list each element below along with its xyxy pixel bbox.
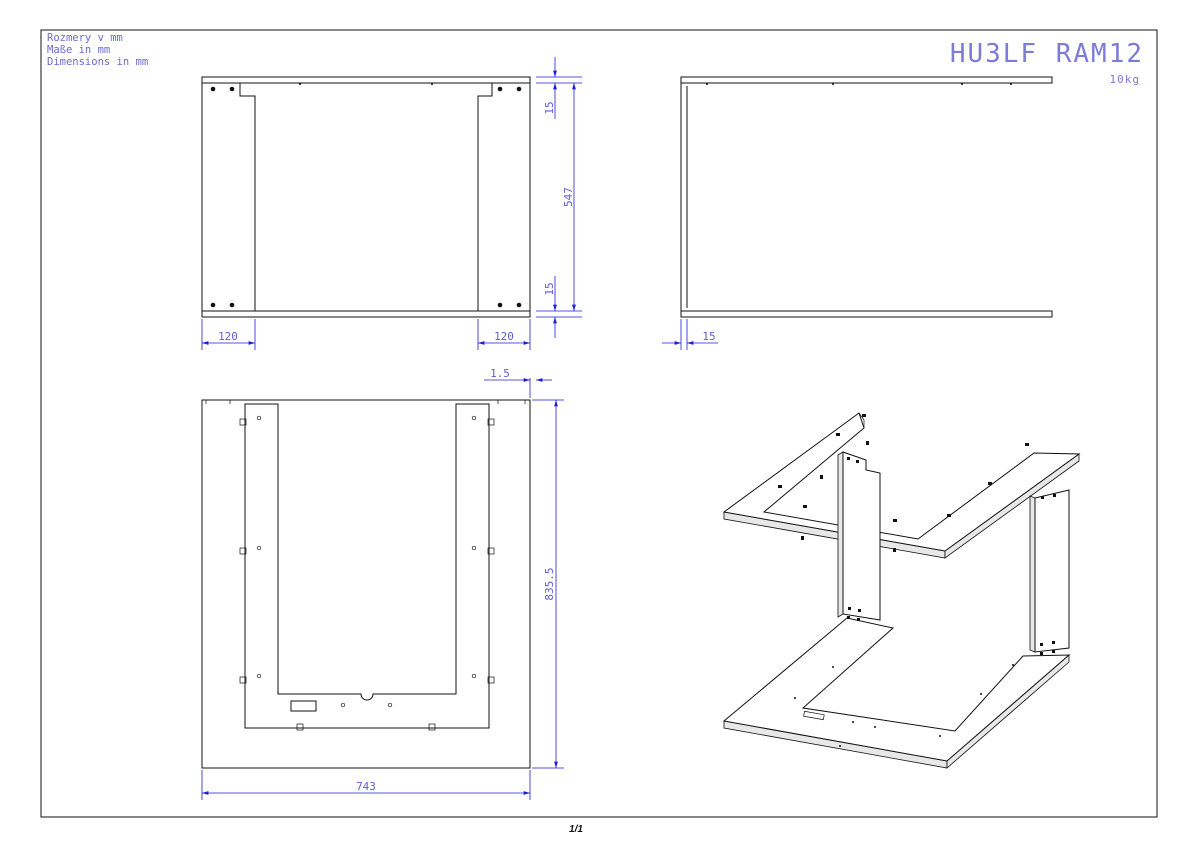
side-screw-heads [706, 83, 1012, 85]
header-line-1: Rozmery v mm [47, 32, 123, 44]
iso-left-panel [842, 451, 881, 621]
plan-slot [290, 700, 317, 712]
plan-u-cutout [244, 403, 490, 729]
dim-front-bottom-offset: 15 [543, 282, 556, 295]
dim-plan-thickness: 1.5 [490, 367, 510, 380]
isometric-view [722, 412, 1081, 769]
front-right-panel [477, 83, 493, 311]
page-number: 1/1 [569, 824, 583, 835]
front-view: 15 547 15 120 120 [201, 57, 582, 350]
side-view: 15 [662, 76, 1053, 350]
front-left-panel [239, 83, 256, 311]
drawing-weight: 10kg [1110, 73, 1141, 86]
dim-front-height: 547 [562, 187, 575, 207]
front-bottom-plate [201, 310, 531, 318]
plan-view: 1.5 835.5 743 [201, 367, 564, 800]
front-top-plate [201, 76, 531, 84]
header-line-3: Dimensions in mm [47, 56, 148, 68]
dim-plan-width: 743 [356, 780, 376, 793]
side-top-plate [680, 76, 1053, 84]
iso-top-frame [722, 412, 1081, 552]
dim-front-right-width: 120 [494, 330, 514, 343]
iso-top-screws [778, 414, 1029, 552]
plan-holes [256, 415, 477, 708]
side-bottom-plate [680, 310, 1053, 318]
dim-front-left-width: 120 [218, 330, 238, 343]
dim-front-top-offset: 15 [543, 101, 556, 114]
side-back-panel [680, 83, 688, 311]
dim-plan-depth: 835.5 [543, 567, 556, 600]
plan-outer-plate [201, 399, 531, 769]
front-screws [210, 83, 522, 308]
drawing-frame [40, 29, 1158, 818]
iso-right-panel [1034, 489, 1070, 653]
front-outer-edges [201, 83, 531, 311]
header-line-2: Maße in mm [47, 44, 110, 56]
plan-brackets [239, 418, 495, 731]
iso-bottom-plate [722, 617, 1071, 762]
drawing-title: HU3LF RAM12 [950, 39, 1144, 69]
dim-side-thickness: 15 [702, 330, 715, 343]
